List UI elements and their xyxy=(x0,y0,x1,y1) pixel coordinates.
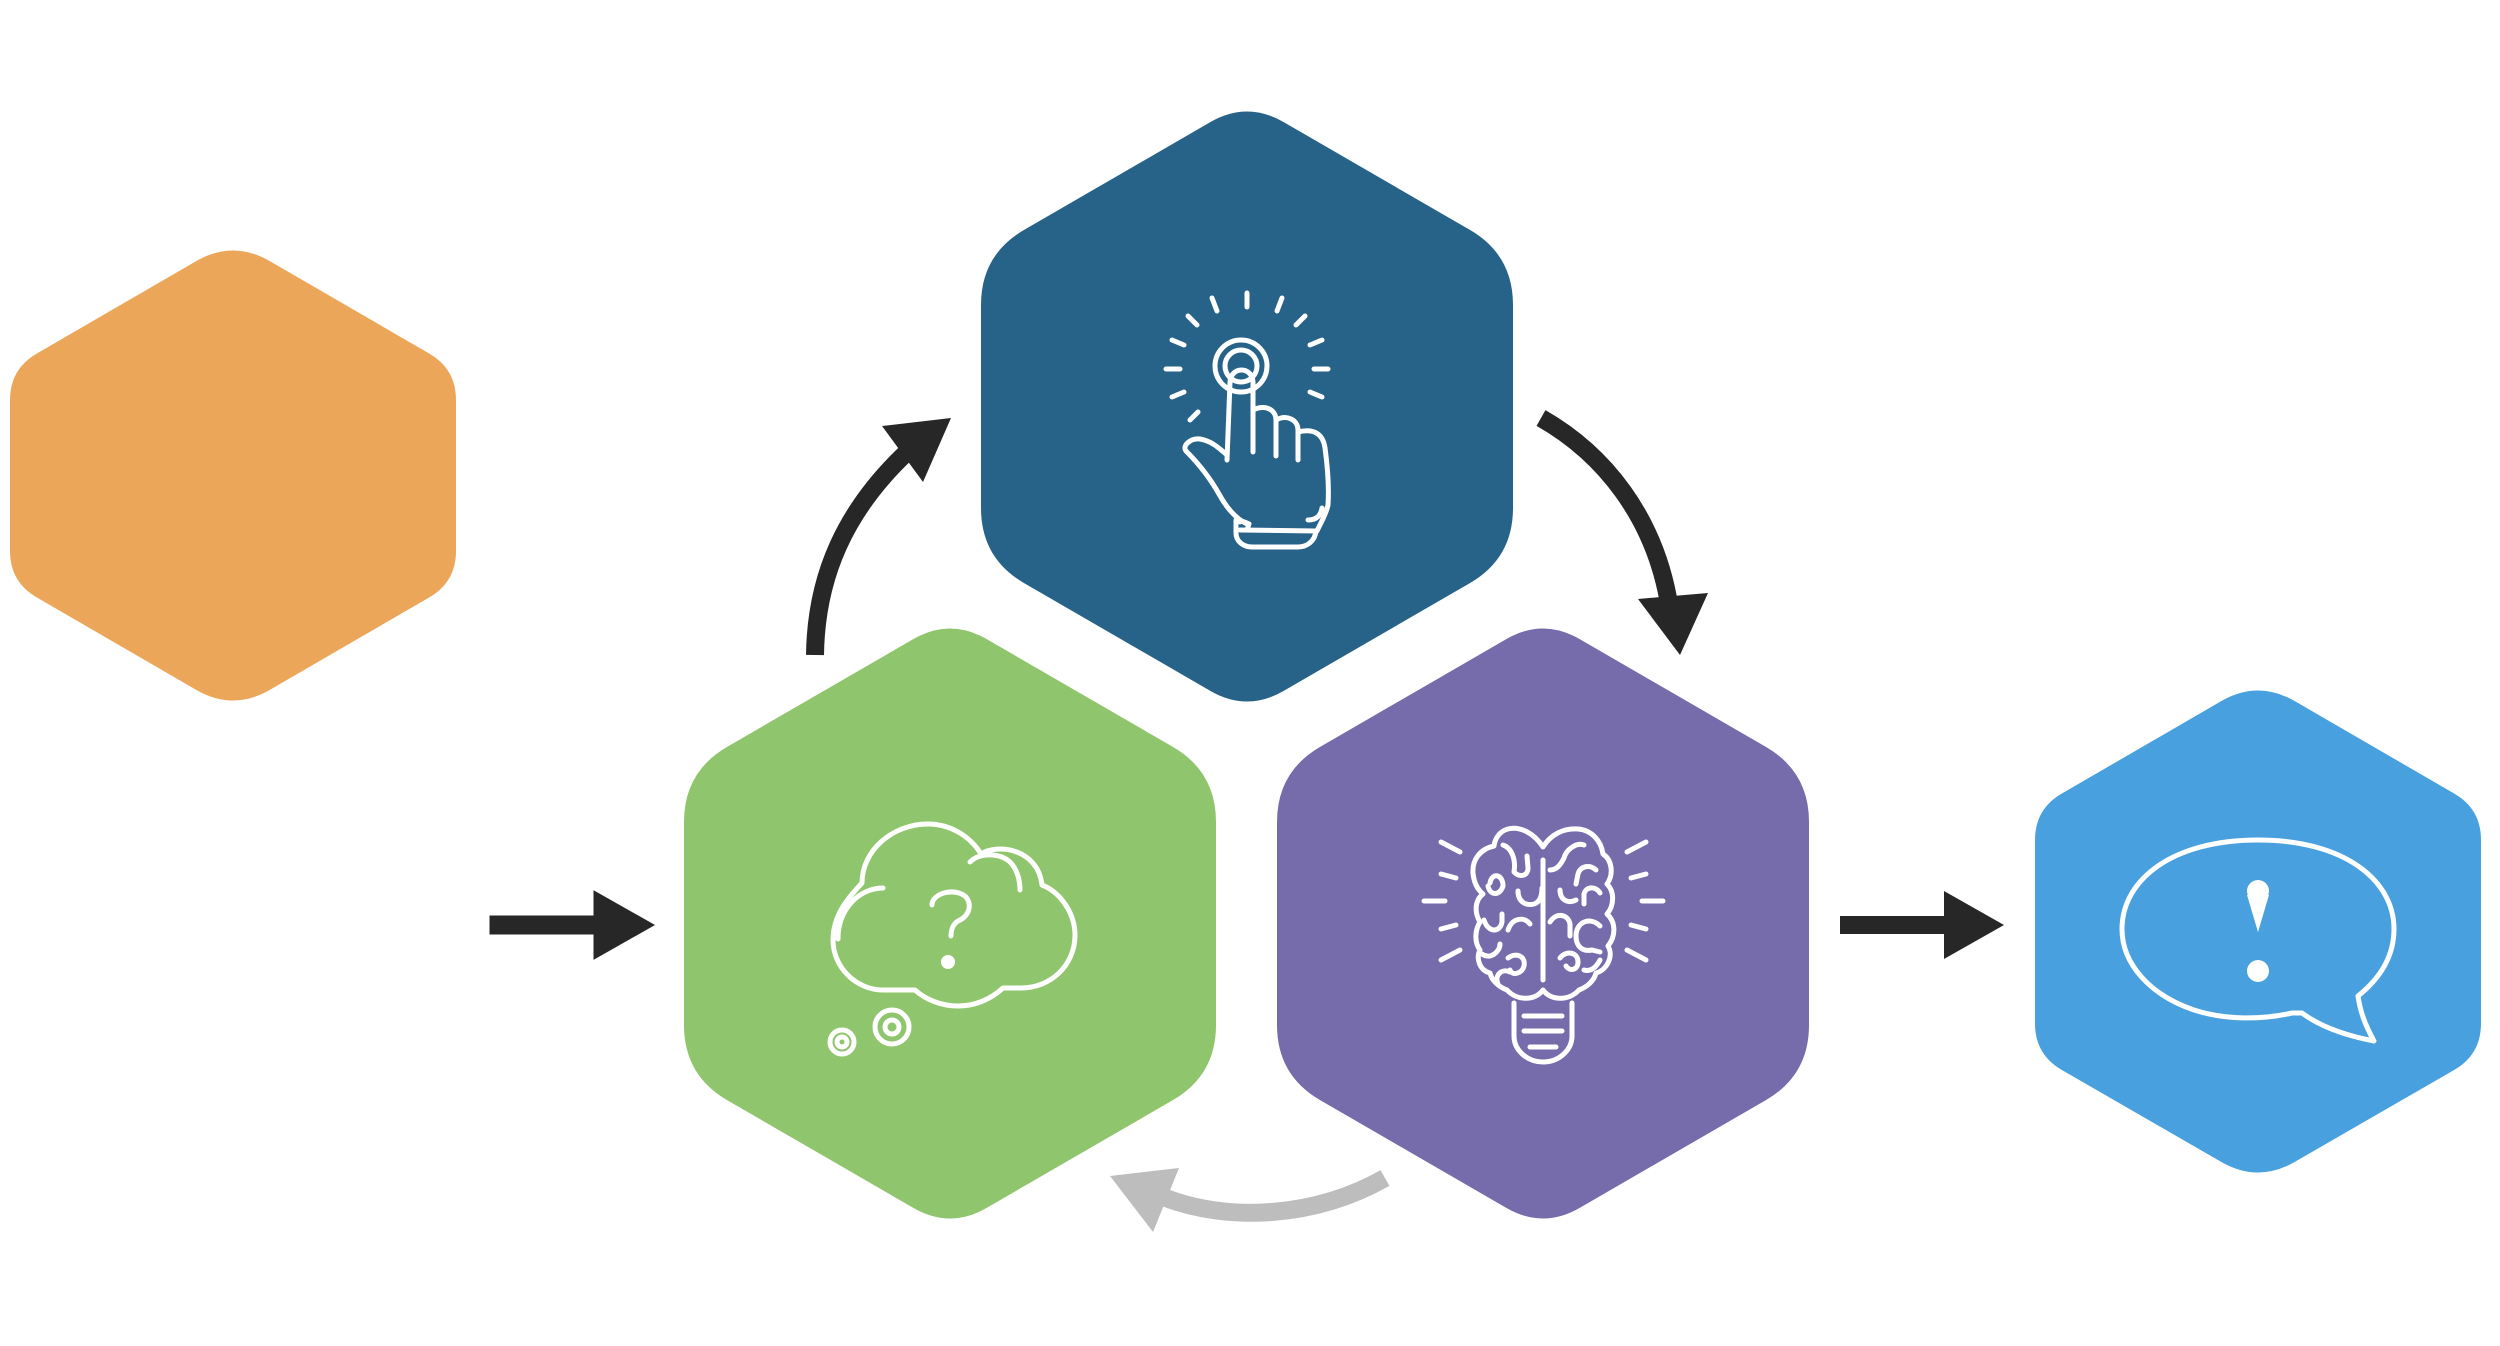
hexagon-wonder xyxy=(684,628,1216,1219)
brain-lightbulb-icon xyxy=(1421,825,1666,1065)
eye-icon xyxy=(90,847,380,999)
arrow-wonder-to-act xyxy=(806,418,951,656)
arrow-think-to-insight xyxy=(1840,891,2004,959)
pointing-hand-tap-icon xyxy=(1163,290,1331,550)
arrow-think-to-wonder xyxy=(1110,1168,1390,1232)
arrow-observe-to-wonder xyxy=(489,890,656,960)
thought-cloud-question-icon xyxy=(827,821,1078,1057)
hexagon-act xyxy=(981,111,1513,702)
hexagon-observe xyxy=(10,250,456,701)
arrow-act-to-think xyxy=(1536,410,1708,655)
speech-bubble-exclamation-icon xyxy=(2119,837,2397,1044)
